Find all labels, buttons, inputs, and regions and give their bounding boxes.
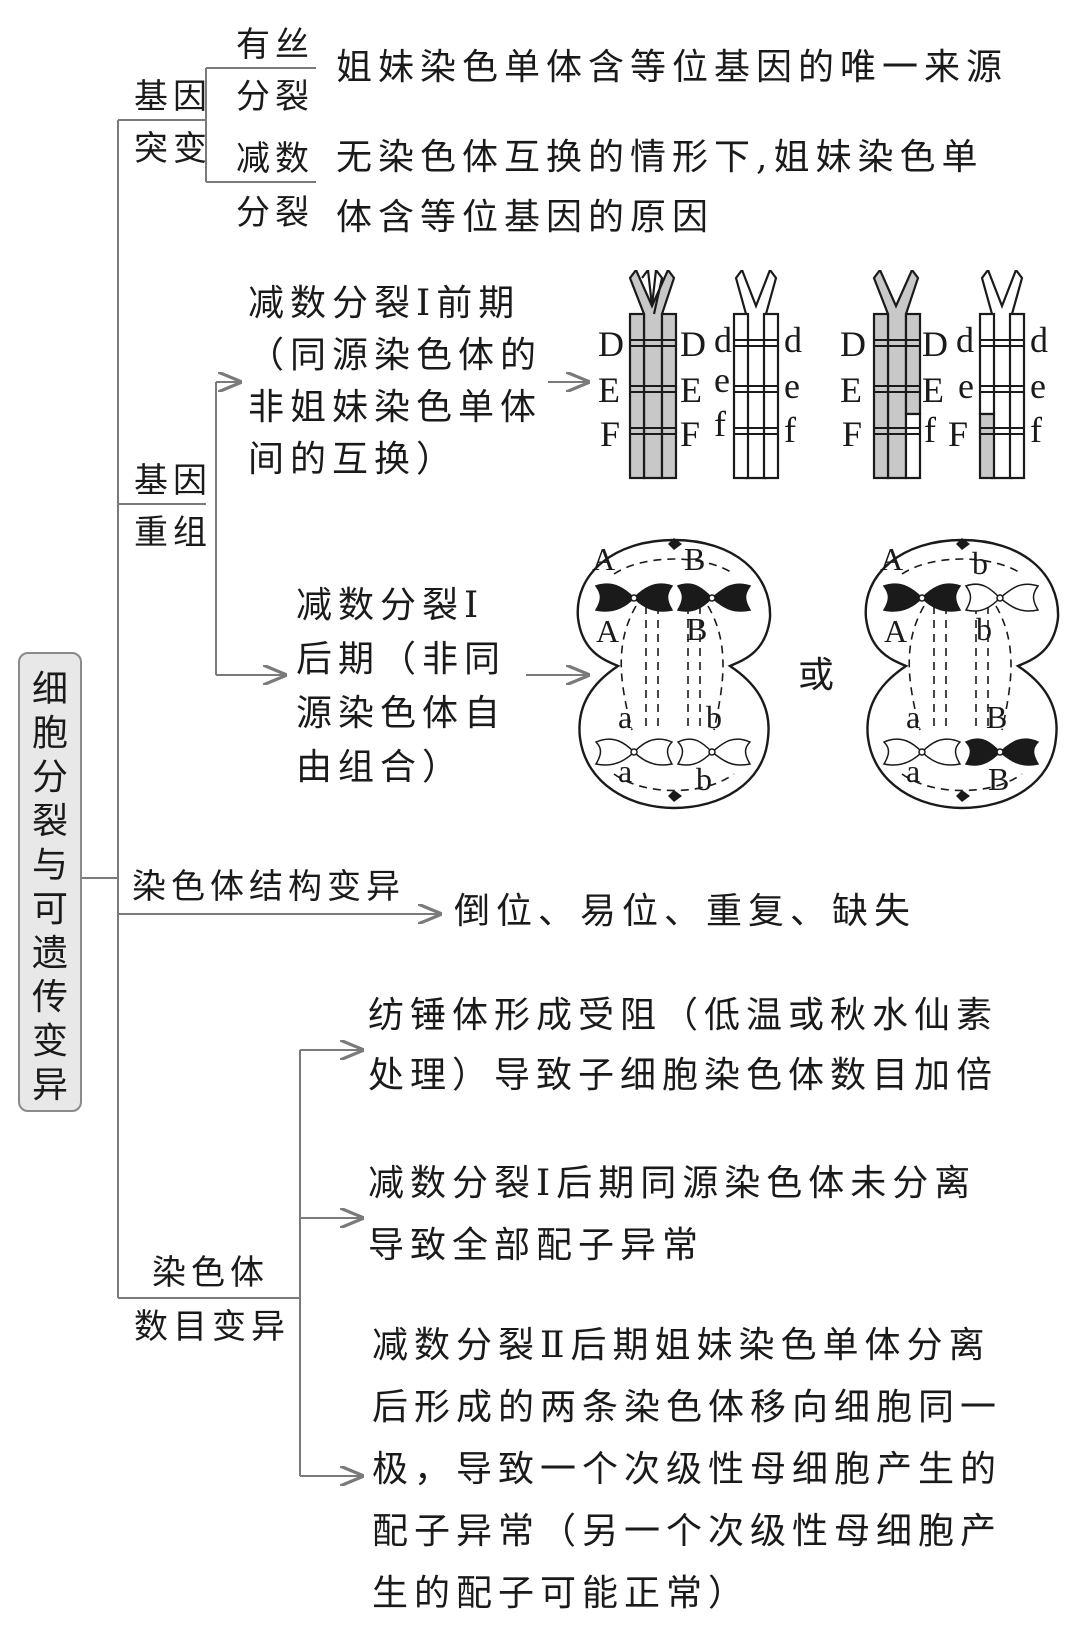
gene-label: b [706,699,722,735]
gene-label: e [784,366,800,406]
or-label: 或 [798,655,841,696]
independent-assortment-text: 由组合） [296,747,465,788]
gene-label: B [686,611,707,647]
crossover-text: （同源染色体的 [248,335,543,376]
gene-label: b [972,545,988,581]
numerical-item-3: 配子异常（另一个次级性母细胞产 [372,1511,1003,1552]
numerical-item-3: 生的配子可能正常） [372,1573,751,1614]
numerical-variation-label: 数目变异 [134,1307,290,1347]
gene-mutation-label: 基因 [134,77,212,117]
gene-label: E [922,370,944,410]
gene-label: D [680,324,706,364]
gene-label: F [680,414,700,454]
crossover-text: 间的互换） [248,439,459,480]
gene-label: D [922,324,948,364]
numerical-item-3: 极，导致一个次级性母细胞产生的 [372,1449,1003,1490]
gene-label: B [684,541,705,577]
numerical-item-1: 纺锤体形成受阻（低温或秋水仙素 [368,995,999,1036]
structural-variation-text: 倒位、易位、重复、缺失 [454,891,917,932]
meiosis-label: 分裂 [236,193,314,233]
root-node: 细 胞 分 裂 与 可 遗 传 变 异 [18,652,82,1112]
gene-recombination-label: 重组 [134,513,212,553]
root-char: 传 [31,977,68,1018]
gene-label: E [598,370,620,410]
crossover-chromosomes-figure: D D E E F F d d e e f f D D E E F f d d … [598,270,1048,480]
crossover-text: 减数分裂Ⅰ前期 [248,283,521,324]
root-char: 遗 [31,933,68,974]
gene-label: E [840,370,862,410]
gene-label: d [784,320,802,360]
root-char: 分 [31,757,68,798]
gene-label: f [1030,410,1042,450]
gene-label: a [906,699,920,735]
gene-label: F [948,414,968,454]
gene-label: A [592,541,615,577]
gene-label: e [1030,366,1046,406]
gene-label: D [598,324,624,364]
gene-label: d [1030,320,1048,360]
gene-label: e [714,360,730,400]
numerical-item-3: 减数分裂Ⅱ后期姐妹染色单体分离 [372,1325,991,1366]
root-char: 细 [31,669,68,710]
mitosis-text: 姐妹染色单体含等位基因的唯一来源 [336,47,1009,88]
mitosis-label: 有丝 [236,25,314,65]
independent-assortment-text: 源染色体自 [296,693,507,734]
gene-label: A [880,541,903,577]
gene-label: e [958,366,974,406]
gene-label: F [842,414,862,454]
gene-label: A [596,613,619,649]
gene-label: f [784,410,796,450]
independent-assortment-text: 后期（非同 [296,639,507,680]
gene-label: b [976,611,992,647]
gene-label: B [986,699,1007,735]
gene-label: a [906,753,920,789]
cell-division-figure-right: A b A b a B a B [864,538,1060,810]
root-char: 可 [31,889,68,930]
numerical-variation-label: 染色体 [152,1253,269,1293]
gene-label: d [956,320,974,360]
gene-label: f [714,404,726,444]
root-char: 裂 [31,801,68,842]
meiosis-label: 减数 [236,139,314,179]
root-char: 异 [31,1065,68,1106]
numerical-item-2: 减数分裂Ⅰ后期同源染色体未分离 [368,1163,977,1204]
gene-label: D [840,324,866,364]
gene-label: E [680,370,702,410]
root-char: 胞 [31,713,68,754]
crossover-text: 非姐妹染色单体 [248,387,543,428]
root-char: 与 [31,845,68,886]
gene-label: F [600,414,620,454]
numerical-item-2: 导致全部配子异常 [368,1225,705,1266]
gene-label: b [696,761,712,797]
numerical-item-3: 后形成的两条染色体移向细胞同一 [372,1387,1003,1428]
gene-label: A [884,613,907,649]
independent-assortment-text: 减数分裂Ⅰ [296,585,485,626]
root-char: 变 [31,1021,68,1062]
meiosis-text: 无染色体互换的情形下,姐妹染色单 [336,137,984,178]
gene-label: d [714,320,732,360]
gene-mutation-label: 突变 [134,129,212,169]
cell-division-figure-left: A B A B a b a b [576,538,772,810]
mitosis-label: 分裂 [236,77,314,117]
gene-recombination-label: 基因 [134,461,212,501]
gene-label: a [618,753,632,789]
structural-variation-label: 染色体结构变异 [132,867,405,907]
gene-label: f [924,410,936,450]
meiosis-text: 体含等位基因的原因 [336,197,715,238]
gene-label: a [618,699,632,735]
numerical-item-1: 处理）导致子细胞染色体数目加倍 [368,1055,999,1096]
gene-label: B [988,761,1009,797]
